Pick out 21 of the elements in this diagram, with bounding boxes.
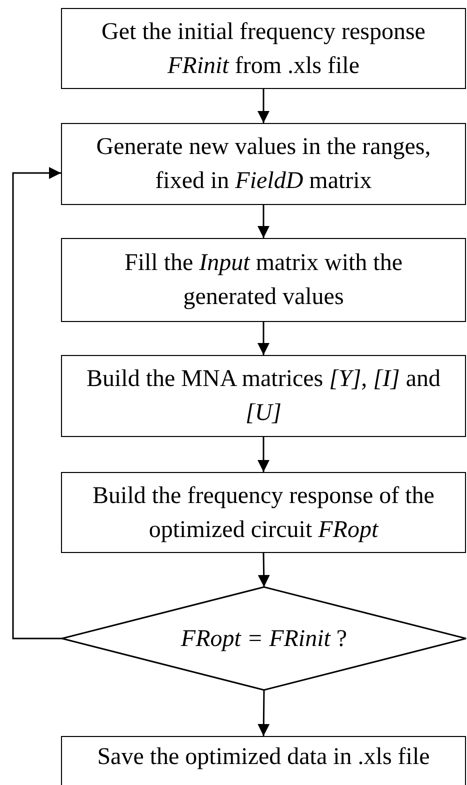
process-box <box>61 472 466 553</box>
arrow <box>258 437 270 472</box>
arrow <box>258 322 270 355</box>
step-text: Build the frequency response of the optimized circuit FRopt <box>92 482 436 544</box>
step-text: Get the initial frequency response FRinit from .xls file <box>100 18 426 80</box>
arrow <box>258 552 270 588</box>
step-text: Save the optimized data in .xls file <box>97 743 430 772</box>
process-box <box>61 238 466 322</box>
arrow <box>258 205 270 238</box>
step-text: Fill the Input matrix with the generated values <box>124 249 404 312</box>
step-text: FRopt = FRinit ? <box>180 624 348 654</box>
step-text: Generate new values in the ranges, fixed in FieldD matrix <box>95 133 432 196</box>
process-box <box>61 8 466 89</box>
process-box <box>61 355 466 437</box>
process-box <box>61 736 466 785</box>
arrow <box>258 690 270 736</box>
process-box <box>61 123 466 205</box>
decision-diamond <box>61 586 467 691</box>
arrow <box>258 89 270 123</box>
arrow <box>12 167 62 640</box>
step-text: Build the MNA matrices [Y], [I] and [U] <box>86 365 442 428</box>
